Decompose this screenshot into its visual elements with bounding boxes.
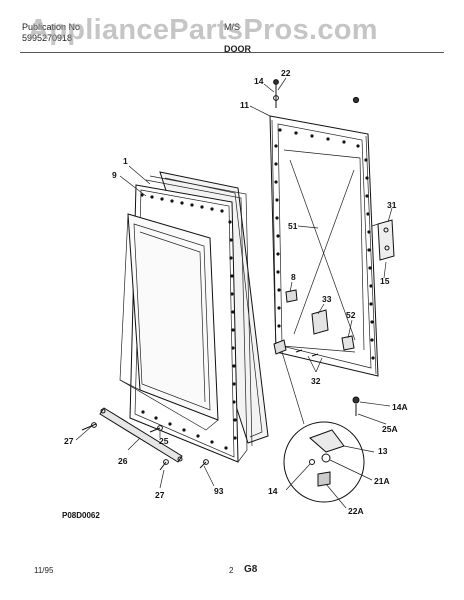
part-label-52: 52 [346, 310, 356, 320]
part-label-25A: 25A [382, 424, 398, 434]
outer-door-screws [140, 193, 237, 450]
part-label-8: 8 [291, 272, 296, 282]
door-stop [311, 309, 329, 335]
part-label-13: 13 [378, 446, 388, 456]
leader-lines [75, 77, 393, 509]
inner-door-frame [269, 115, 379, 377]
hinge-plate [371, 219, 395, 261]
part-label-25: 25 [159, 436, 169, 446]
part-label-9: 9 [112, 170, 117, 180]
footer-date: 11/95 [34, 566, 54, 575]
part-label-15: 15 [380, 276, 390, 286]
bottom-bracket [295, 335, 355, 357]
part-label-14A: 14A [392, 402, 408, 412]
part-labels: 1 9 11 14 22 31 51 15 8 33 52 32 14A 25A… [64, 68, 408, 516]
hinge-detail-callout [281, 351, 365, 503]
publication-number: 5995270918 [22, 33, 73, 43]
inner-frame-screws [274, 128, 375, 360]
cam-hardware [273, 339, 287, 355]
part-label-26: 26 [118, 456, 128, 466]
publication-label: Publication No [22, 22, 81, 32]
part-label-21A: 21A [374, 476, 390, 486]
part-label-22: 22 [281, 68, 291, 78]
part-label-33: 33 [322, 294, 332, 304]
part-label-31: 31 [387, 200, 397, 210]
part-label-11: 11 [240, 100, 249, 110]
section-prefix: M/S [224, 22, 241, 32]
section-title: DOOR [224, 44, 251, 54]
header-rule [20, 52, 444, 53]
footer-code: G8 [244, 564, 258, 575]
figure-code: P08D0062 [62, 511, 100, 520]
latch-bracket [285, 289, 298, 303]
part-label-27-bottom: 27 [155, 490, 165, 500]
part-label-22A: 22A [348, 506, 364, 516]
footer-page: 2 [229, 566, 234, 575]
part-label-32: 32 [311, 376, 321, 386]
handle-bar [99, 407, 183, 463]
part-label-14: 14 [254, 76, 264, 86]
hinge-pin-stack [273, 79, 360, 416]
door-liner [119, 213, 219, 431]
part-label-27-left: 27 [64, 436, 74, 446]
part-label-14-detail: 14 [268, 486, 278, 496]
screws-bottom [81, 422, 209, 471]
part-label-93: 93 [214, 486, 224, 496]
watermark-text: AppliancePartsPros.com [28, 14, 378, 46]
part-label-51: 51 [288, 221, 298, 231]
part-label-1: 1 [123, 156, 128, 166]
